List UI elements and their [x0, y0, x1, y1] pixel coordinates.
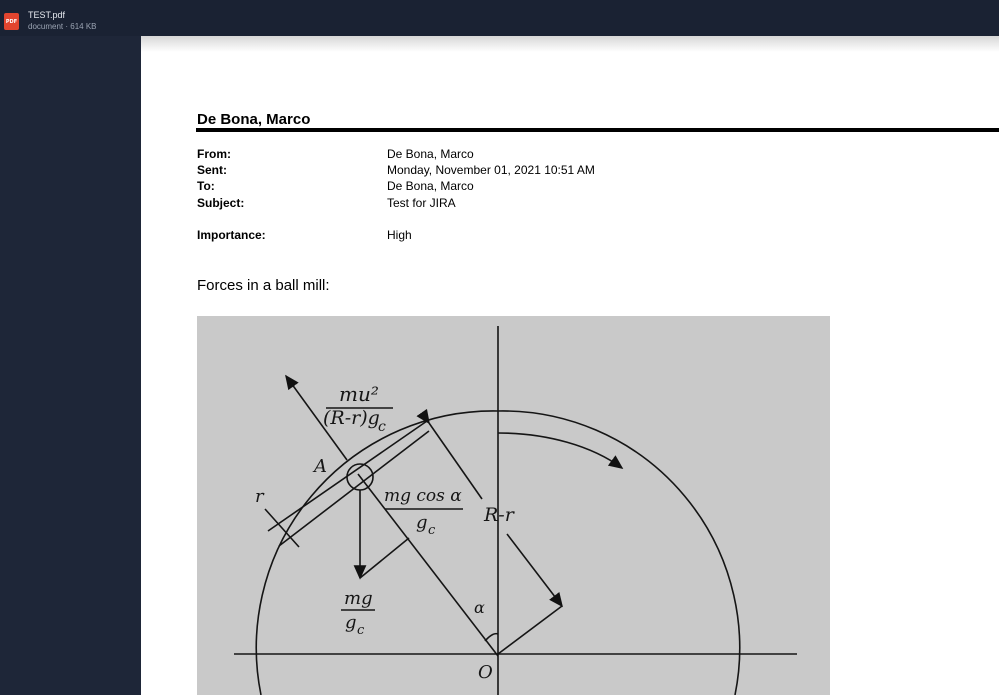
label-radius-r: r: [255, 486, 265, 507]
r-dimension: [264, 508, 300, 548]
label-cos-sub: c: [428, 523, 436, 538]
label-gravity-den: g: [345, 612, 357, 633]
label-center-o: O: [478, 662, 493, 683]
rotation-arrow: [497, 432, 624, 469]
sent-value: Monday, November 01, 2021 10:51 AM: [387, 163, 595, 177]
label-gravity-sub: c: [357, 623, 365, 638]
label-centrifugal-den: (R-r)g: [323, 407, 380, 429]
ball-mill-diagram: mu² (R-r)g c A r mg cos α g c R-r mg g c…: [197, 316, 830, 695]
from-value: De Bona, Marco: [387, 147, 474, 161]
label-cos-num: mg cos α: [384, 486, 462, 506]
sent-label: Sent:: [197, 163, 227, 177]
centrifugal-arrow: [285, 374, 348, 461]
label-cos-den: g: [416, 512, 428, 533]
distance-right: [506, 533, 563, 608]
label-r-minus-r: R-r: [483, 504, 516, 526]
gravity-component: [359, 537, 410, 579]
title-bar: PDF TEST.pdf document · 614 KB: [0, 0, 999, 36]
document-page: De Bona, Marco From: De Bona, Marco Sent…: [141, 36, 999, 695]
label-centrifugal-num: mu²: [339, 382, 379, 406]
importance-label: Importance:: [197, 228, 266, 242]
diagram-svg: mu² (R-r)g c A r mg cos α g c R-r mg g c…: [234, 326, 797, 695]
label-gravity-num: mg: [344, 588, 373, 609]
to-value: De Bona, Marco: [387, 179, 474, 193]
radius-line: [357, 473, 499, 657]
page-shadow: [141, 36, 999, 52]
file-name[interactable]: TEST.pdf: [28, 10, 66, 20]
sender-heading: De Bona, Marco: [197, 111, 311, 128]
to-label: To:: [197, 179, 215, 193]
sidebar: [0, 36, 141, 695]
distance-left: [416, 408, 483, 500]
label-angle: α: [474, 598, 485, 617]
header-rule: [196, 128, 999, 132]
email-body: Forces in a ball mill:: [197, 277, 330, 294]
pdf-file-icon: PDF: [4, 13, 19, 30]
label-centrifugal-sub: c: [378, 419, 386, 435]
subject-label: Subject:: [197, 196, 245, 210]
from-label: From:: [197, 147, 231, 161]
file-meta: document · 614 KB: [28, 22, 97, 31]
angle-arc: [484, 632, 499, 642]
label-point-a: A: [312, 456, 327, 477]
normal-line: [497, 605, 563, 655]
importance-value: High: [387, 228, 412, 242]
subject-value: Test for JIRA: [387, 196, 456, 210]
